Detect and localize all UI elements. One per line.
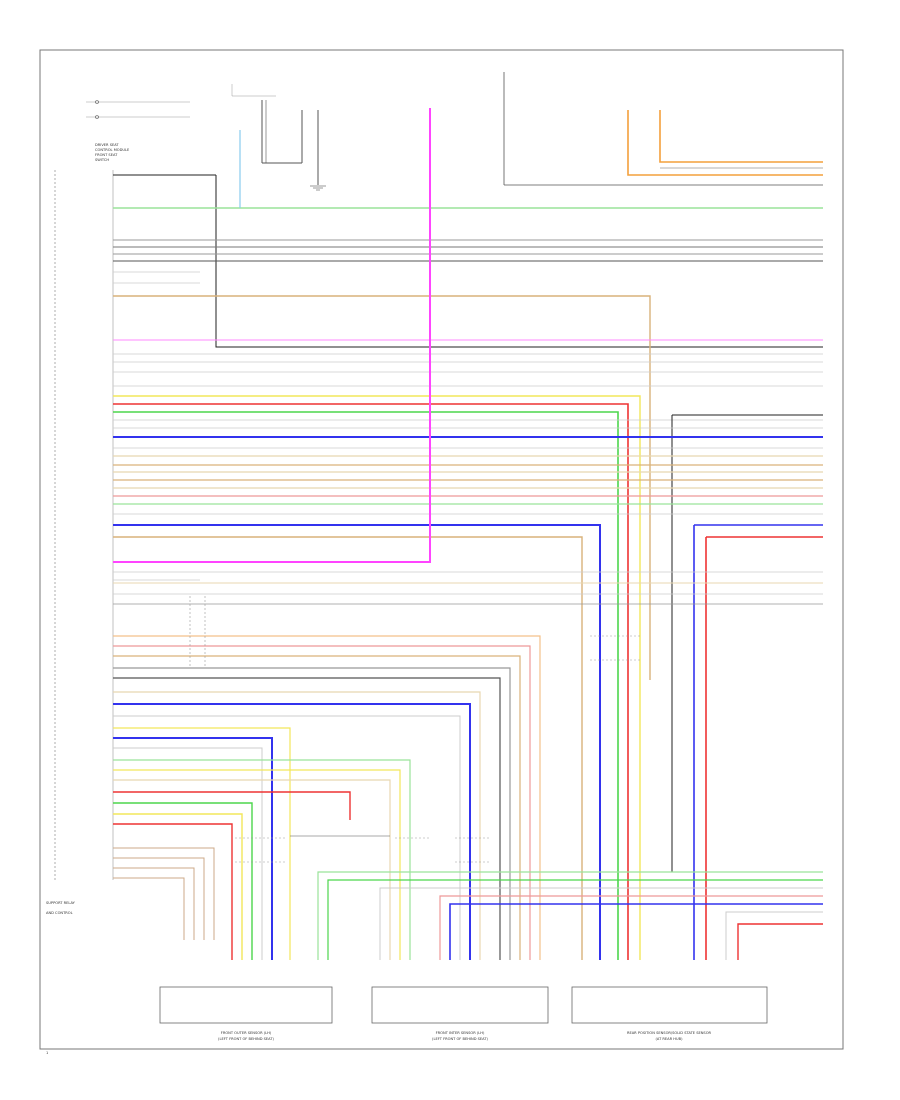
svg-text:REAR POSITION SENSOR/SOLID STA: REAR POSITION SENSOR/SOLID STATE SENSOR <box>627 1031 712 1035</box>
svg-text:FRONT OUTER SENSOR (LH): FRONT OUTER SENSOR (LH) <box>221 1031 272 1035</box>
mid-wires <box>113 579 541 960</box>
module-label: DRIVER SEAT CONTROL MODULE FRONT SEAT SW… <box>95 143 130 162</box>
top-component-2 <box>503 72 823 186</box>
bottom-connector-1: FRONT OUTER SENSOR (LH) (LEFT FRONT OF B… <box>159 986 333 1041</box>
orange-wire-group <box>627 110 823 176</box>
pink-wire <box>113 108 431 563</box>
svg-text:FRONT SEAT: FRONT SEAT <box>95 153 118 157</box>
top-left-connector <box>86 100 190 119</box>
svg-text:SUPPORT RELAY: SUPPORT RELAY <box>46 901 76 905</box>
top-component-1 <box>231 84 319 185</box>
svg-text:DRIVER SEAT: DRIVER SEAT <box>95 143 119 147</box>
svg-text:FRONT INTER SENSOR (LH): FRONT INTER SENSOR (LH) <box>436 1031 485 1035</box>
shield-splices <box>189 596 640 863</box>
module-footer-label: SUPPORT RELAY AND CONTROL <box>46 901 76 915</box>
svg-text:(LEFT FRONT OF BEHIND SEAT): (LEFT FRONT OF BEHIND SEAT) <box>432 1037 488 1041</box>
bottom-connector-3: REAR POSITION SENSOR/SOLID STATE SENSOR … <box>571 986 768 1041</box>
diagram-frame <box>39 49 844 1050</box>
bottom-connector-2: FRONT INTER SENSOR (LH) (LEFT FRONT OF B… <box>371 986 549 1041</box>
svg-text:(AT REAR HUB): (AT REAR HUB) <box>656 1037 684 1041</box>
svg-text:CONTROL MODULE: CONTROL MODULE <box>95 148 130 152</box>
right-lower-wires <box>317 871 823 960</box>
svg-text:AND CONTROL: AND CONTROL <box>46 911 73 915</box>
ground-symbol <box>310 185 326 191</box>
page-number: 1 <box>46 1051 48 1055</box>
horizontal-wires <box>113 130 823 960</box>
svg-text:SWITCH: SWITCH <box>95 158 109 162</box>
svg-text:(LEFT FRONT OF BEHIND SEAT): (LEFT FRONT OF BEHIND SEAT) <box>218 1037 274 1041</box>
